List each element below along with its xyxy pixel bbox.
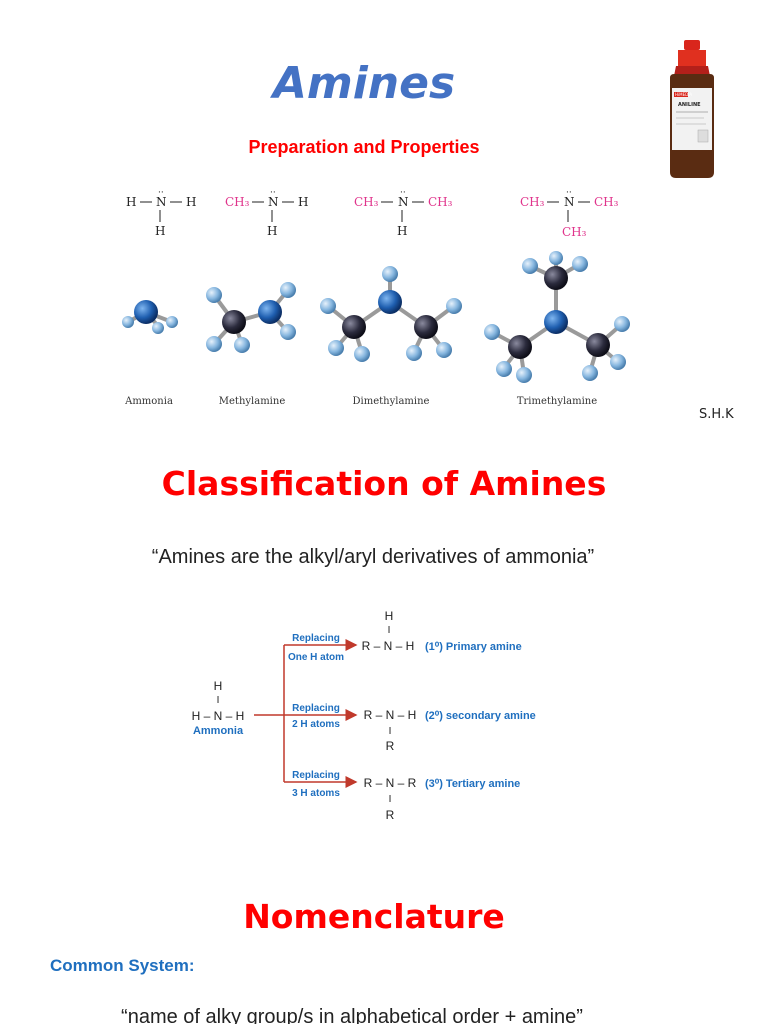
- tertiary-amine-label: (3⁰) Tertiary amine: [425, 778, 520, 790]
- svg-text:CH₃: CH₃: [594, 195, 619, 209]
- svg-text:H: H: [155, 224, 165, 238]
- molecule-label-trimethylamine: Trimethylamine: [516, 396, 598, 407]
- molecule-label-dimethylamine: Dimethylamine: [352, 396, 430, 407]
- common-system-label: Common System:: [50, 956, 195, 975]
- svg-text:N: N: [564, 195, 575, 209]
- bottle-brand: HiMEDIA: [675, 92, 692, 97]
- svg-text:··: ··: [400, 190, 406, 198]
- svg-text:··: ··: [270, 190, 276, 198]
- aniline-bottle-image: HiMEDIA ANILINE: [670, 40, 714, 178]
- primary-top-h: H: [385, 609, 394, 623]
- svg-text:CH₃: CH₃: [428, 195, 453, 209]
- svg-text:CH₃: CH₃: [520, 195, 545, 209]
- branch-1-count: One H atom: [288, 652, 344, 663]
- structure-dimethylamine: CH₃ N ·· CH₃ H: [354, 190, 453, 238]
- branch-3-replacing: Replacing: [292, 770, 340, 781]
- common-system-rule: “name of alky group/s in alphabetical or…: [121, 1006, 583, 1024]
- branch-2-replacing: Replacing: [292, 703, 340, 714]
- svg-text:CH₃: CH₃: [562, 225, 587, 239]
- svg-text:H: H: [186, 195, 196, 209]
- svg-text:CH₃: CH₃: [225, 195, 250, 209]
- primary-formula: R – N – H: [362, 639, 415, 653]
- structure-methylamine: CH₃ N ·· H H: [225, 190, 308, 238]
- primary-bond-bar: I: [388, 625, 391, 636]
- svg-text:H: H: [267, 224, 277, 238]
- secondary-bottom-r: R: [386, 739, 395, 753]
- secondary-amine-label: (2⁰) secondary amine: [425, 710, 536, 722]
- svg-text:H: H: [126, 195, 136, 209]
- branch-2-count: 2 H atoms: [292, 719, 340, 730]
- classification-definition: “Amines are the alkyl/aryl derivatives o…: [151, 546, 595, 568]
- nomenclature-heading: Nomenclature: [243, 897, 505, 936]
- structure-ammonia: H N ·· H H: [126, 190, 196, 238]
- primary-amine-label: (1⁰) Primary amine: [425, 641, 522, 653]
- bottle-label: ANILINE: [678, 102, 701, 108]
- amine-classification-diagram: H I H – N – H Ammonia Replacing One H at…: [192, 609, 536, 822]
- ball-and-stick-models: [122, 251, 630, 383]
- svg-text:··: ··: [158, 190, 164, 198]
- author-initials: S.H.K: [699, 407, 734, 422]
- svg-text:··: ··: [566, 190, 572, 198]
- svg-text:N: N: [156, 195, 167, 209]
- svg-text:H: H: [298, 195, 308, 209]
- svg-text:N: N: [268, 195, 279, 209]
- ammonia-top-h: H: [214, 679, 223, 693]
- ammonia-bond-bar: I: [217, 695, 220, 706]
- structure-trimethylamine: CH₃ N ·· CH₃ CH₃: [520, 190, 619, 239]
- tertiary-bottom-r: R: [386, 808, 395, 822]
- classification-heading: Classification of Amines: [161, 464, 607, 503]
- secondary-formula: R – N – H: [364, 708, 417, 722]
- ammonia-formula: H – N – H: [192, 709, 245, 723]
- tertiary-bond-bar: I: [389, 794, 392, 805]
- svg-text:H: H: [397, 224, 407, 238]
- branch-3-count: 3 H atoms: [292, 788, 340, 799]
- svg-text:CH₃: CH₃: [354, 195, 379, 209]
- molecule-label-methylamine: Methylamine: [218, 396, 286, 407]
- amine-structural-formulas: H N ·· H H CH₃ N ·· H H CH₃ N ·· CH₃: [126, 190, 619, 239]
- molecule-label-ammonia: Ammonia: [125, 396, 173, 407]
- page-title: Amines: [272, 58, 456, 109]
- page-subtitle: Preparation and Properties: [248, 137, 480, 157]
- svg-text:N: N: [398, 195, 409, 209]
- ammonia-name: Ammonia: [193, 725, 244, 737]
- branch-1-replacing: Replacing: [292, 633, 340, 644]
- tertiary-formula: R – N – R: [364, 776, 417, 790]
- secondary-bond-bar: I: [389, 726, 392, 737]
